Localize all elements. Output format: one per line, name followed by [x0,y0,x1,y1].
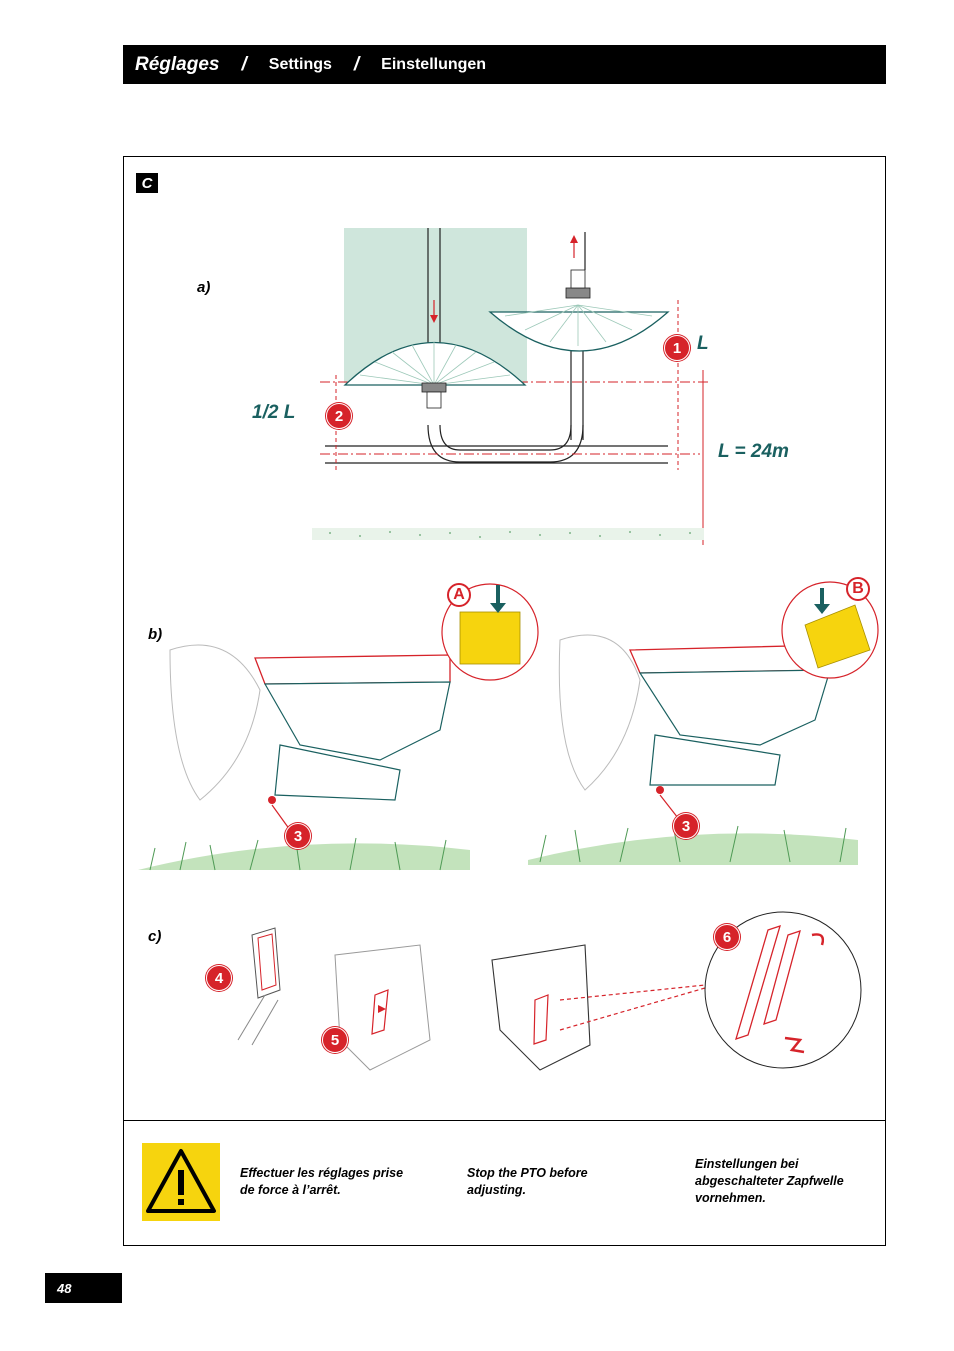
spread-pattern-diagram [312,228,710,545]
header-separator: / [353,53,360,75]
warning-text-de: Einstellungen bei abgeschalteter Zapfwel… [695,1157,844,1205]
marker-4: 4 [206,965,232,991]
frame-divider [123,1120,886,1121]
page-number: 48 [45,1273,122,1303]
header-title-de: Einstellungen [381,55,487,73]
page-header: Réglages / Settings / Einstellungen [123,45,886,84]
header-separator: / [241,53,247,75]
arrow-down-icon [814,604,830,614]
marker-1: 1 [664,335,690,361]
content-frame [123,156,886,1246]
callout-a-badge: A [447,583,471,607]
marker-5: 5 [322,1027,348,1053]
width-value-label: L = 24m [718,441,789,462]
diagram-a-label: a) [197,279,211,296]
rotate-arrow-icon [784,1036,805,1054]
marker-3-left: 3 [285,823,311,849]
warning-text-fr: Effectuer les réglages prise de force à … [240,1166,404,1197]
diagram-c-label: c) [148,928,162,945]
warning-text-en: Stop the PTO before adjusting. [467,1166,588,1197]
half-width-label: 1/2 L [252,402,296,423]
marker-2: 2 [326,403,352,429]
header-title-fr: Réglages [135,53,220,75]
header-title-en: Settings [268,55,332,73]
decal-label [459,611,521,665]
marker-3-right: 3 [673,813,699,839]
warning-triangle-icon [142,1143,220,1221]
rotate-arrow-icon [811,933,825,946]
callout-b-badge: B [846,577,870,601]
arrow-down-icon [490,603,506,613]
width-label: L [697,333,709,354]
decal-label [804,604,871,669]
marker-6: 6 [714,924,740,950]
diagram-b-label: b) [148,626,163,643]
section-letter: C [136,173,158,193]
